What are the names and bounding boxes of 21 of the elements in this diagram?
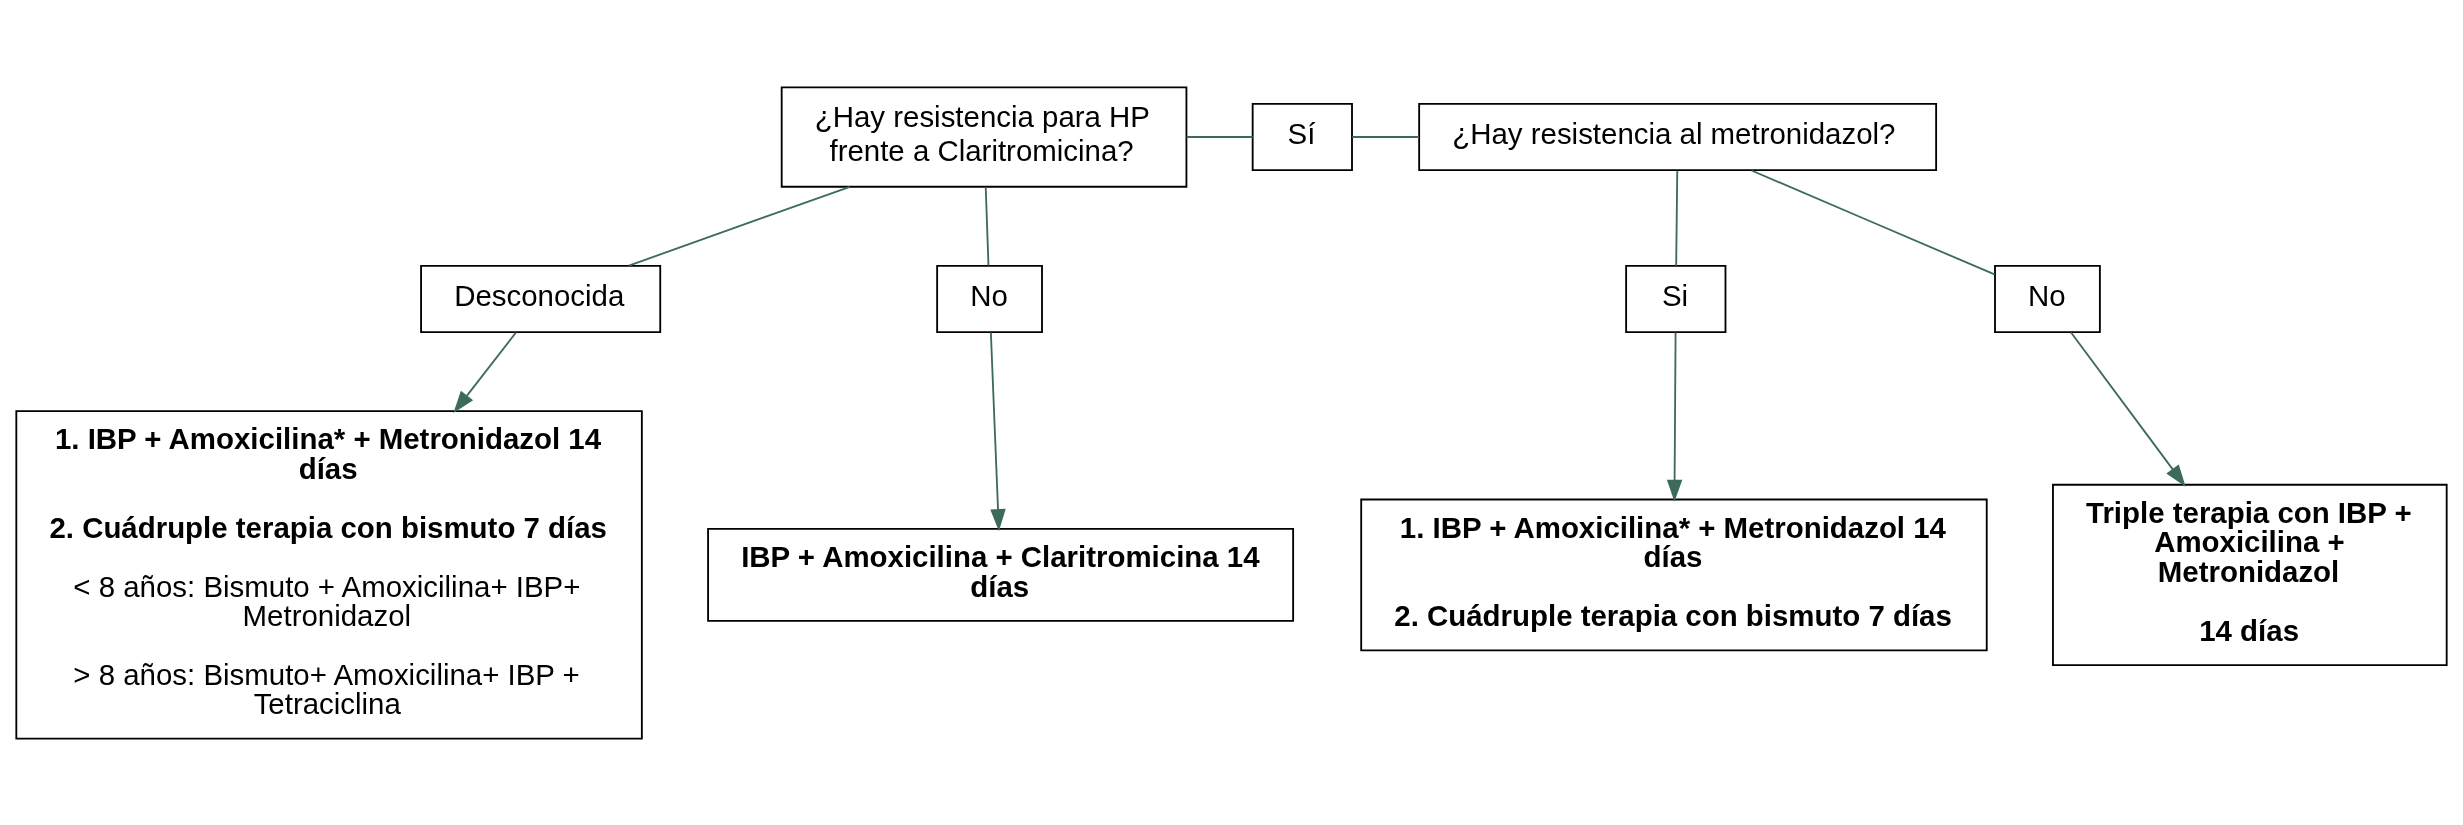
node-box: ¿Hay resistencia para HP frente a Claritromicina? [780, 85, 1188, 188]
connector [1185, 135, 1254, 138]
arrow [1666, 331, 1683, 502]
connector [1750, 169, 1996, 275]
connector [984, 185, 990, 266]
node-box: ¿Hay resistencia al metronidazol? [1418, 102, 1938, 171]
connector [1675, 169, 1679, 267]
node-box: No [936, 264, 1043, 333]
arrow [2070, 331, 2186, 487]
node-box: No [1994, 264, 2101, 333]
connector [1351, 135, 1420, 138]
node-box: Si [1625, 264, 1727, 333]
arrow [453, 331, 517, 413]
node-box: Desconocida [420, 264, 662, 333]
node-box: 1. IBP + Amoxicilina* + Metronidazol 14 días 2. Cuádruple terapia con bismuto 7 días [1360, 498, 1988, 651]
connector [628, 185, 851, 267]
node-box: IBP + Amoxicilina + Claritromicina 14 días [707, 527, 1295, 622]
node-box: Sí [1251, 102, 1353, 171]
node-box: Triple terapia con IBP + Amoxicilina + Metronidazol 14 días [2052, 483, 2448, 666]
arrow [989, 331, 1006, 531]
node-box: 1. IBP + Amoxicilina* + Metronidazol 14 días 2. Cuádruple terapia con bismuto 7 días < 8 años: Bismuto + Amoxicilina+ IBP+ Metronidazol > 8 años: Bismuto+ Amoxicilina+ IBP + Tetraciclina [15, 409, 643, 740]
